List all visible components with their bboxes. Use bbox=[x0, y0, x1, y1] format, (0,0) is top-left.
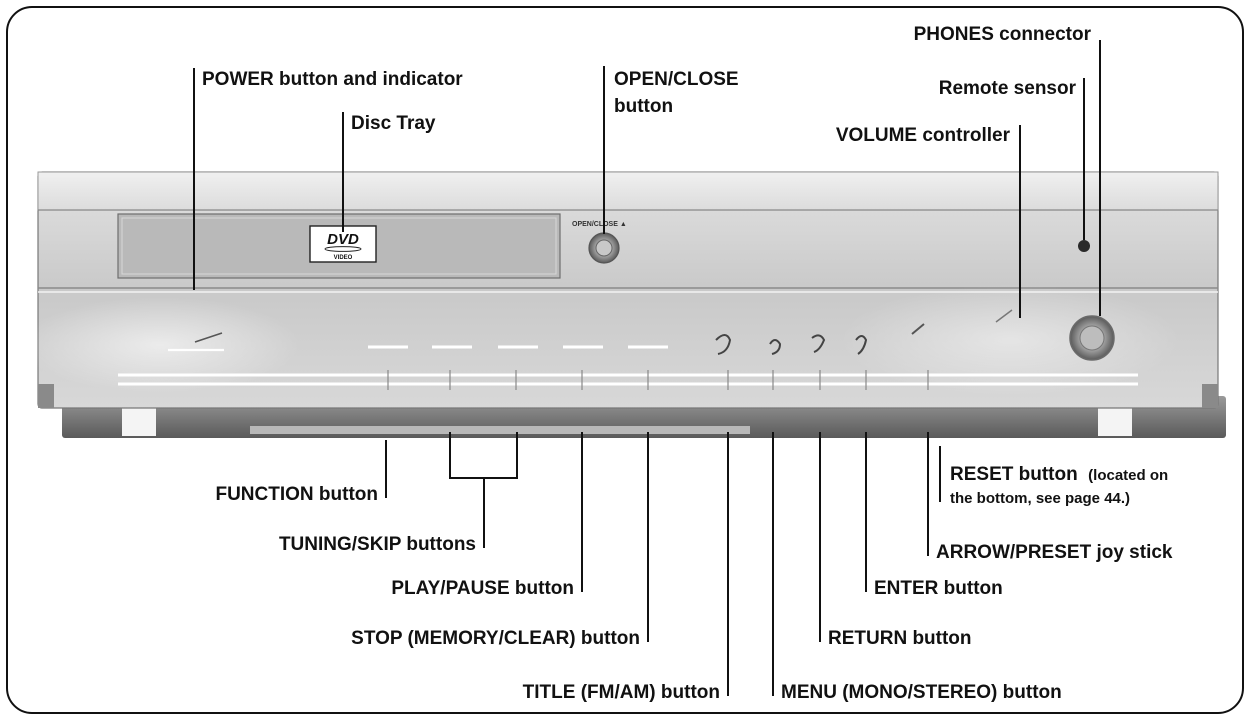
label-tuning-skip-buttons: TUNING/SKIP buttons bbox=[279, 534, 476, 555]
base-strip bbox=[250, 426, 750, 434]
volume-knob bbox=[1069, 315, 1115, 361]
diagram-border bbox=[6, 6, 1244, 714]
label-title-button: TITLE (FM/AM) button bbox=[523, 682, 720, 703]
open-close-knob bbox=[588, 232, 620, 264]
label-stop-button: STOP (MEMORY/CLEAR) button bbox=[351, 628, 640, 649]
disc-tray bbox=[117, 213, 561, 279]
label-return-button: RETURN button bbox=[828, 628, 972, 649]
leader-lines bbox=[193, 40, 1101, 696]
svg-text:VIDEO: VIDEO bbox=[334, 255, 353, 261]
label-remote-sensor: Remote sensor bbox=[939, 78, 1077, 99]
left-foot bbox=[122, 408, 156, 436]
label-menu-button: MENU (MONO/STEREO) button bbox=[781, 682, 1062, 703]
label-power-button: POWER button and indicator bbox=[202, 69, 463, 90]
svg-text:DVD: DVD bbox=[327, 231, 359, 248]
right-foot bbox=[1098, 408, 1132, 436]
label-disc-tray: Disc Tray bbox=[351, 113, 436, 134]
open-close-print: OPEN/CLOSE ▲ bbox=[572, 221, 627, 228]
icon-buttons bbox=[715, 334, 868, 355]
label-volume-controller: VOLUME controller bbox=[836, 125, 1011, 146]
device-top-panel bbox=[37, 171, 1219, 211]
label-enter-button: ENTER button bbox=[874, 578, 1003, 599]
label-play-pause-button: PLAY/PAUSE button bbox=[391, 578, 574, 599]
label-arrow-preset-joystick: ARROW/PRESET joy stick bbox=[936, 542, 1173, 563]
label-function-button: FUNCTION button bbox=[215, 484, 378, 505]
label-reset-note: the bottom, see page 44.) bbox=[950, 490, 1130, 507]
label-open-close-line1: OPEN/CLOSE bbox=[614, 69, 739, 90]
remote-sensor-lens bbox=[1078, 240, 1090, 252]
label-reset-button: RESET button (located on bbox=[950, 464, 1168, 485]
label-open-close-line2: button bbox=[614, 96, 673, 117]
dvd-video-logo: DVD VIDEO bbox=[309, 225, 377, 263]
label-phones-connector: PHONES connector bbox=[914, 24, 1092, 45]
